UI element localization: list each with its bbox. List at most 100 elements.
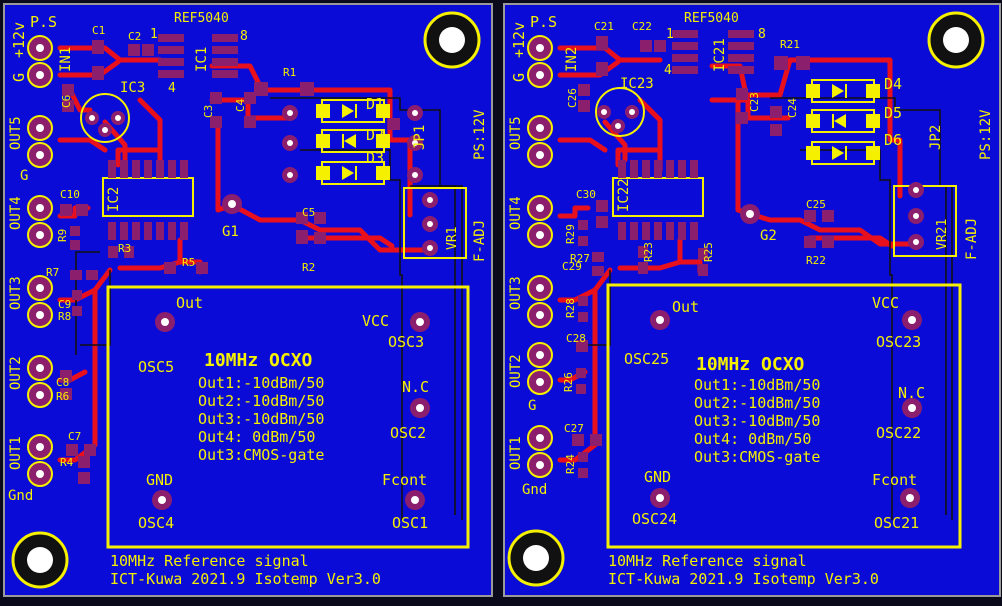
r21-label: R21 (780, 38, 800, 51)
out5-label: OUT5 (508, 116, 524, 150)
osc-gnd-name: OSC4 (138, 514, 174, 532)
osc-nc-label: N.C (898, 384, 925, 402)
ic2-pad (180, 160, 188, 178)
pin-4: 4 (664, 63, 672, 78)
drill (36, 284, 44, 292)
osc-gnd-label: GND (146, 471, 173, 489)
silkscreen-text: P.S +12v G IN1 REF5040 1 8 4 IC1 IC3 IC2… (8, 11, 488, 588)
gnd-point-label: G2 (760, 228, 777, 244)
ic2-pad (144, 160, 152, 178)
out3-label: OUT3 (8, 276, 24, 310)
diode-pad (806, 146, 820, 160)
trace (747, 211, 923, 247)
footer-line-1: 10MHz Reference signal (608, 552, 807, 570)
r3-label: R3 (118, 242, 131, 255)
gnd-point-label: G1 (222, 224, 239, 240)
diode-pad (866, 146, 880, 160)
c8-pad (60, 370, 72, 382)
r29-label: R29 (564, 224, 577, 244)
ic21-pad (672, 66, 698, 74)
trace (827, 57, 903, 199)
c6-pad (62, 84, 74, 96)
diode-label-2: D2 (366, 126, 384, 144)
trace (557, 45, 663, 63)
diode-symbol (845, 146, 847, 160)
pin-4: 4 (168, 81, 176, 96)
c4-pad (244, 92, 256, 104)
jp-pad (388, 118, 400, 130)
trace (580, 270, 611, 346)
trace (557, 137, 608, 153)
drill (536, 71, 544, 79)
diode-pad (806, 84, 820, 98)
trace (637, 97, 663, 163)
c1-pad (92, 40, 104, 54)
diode-pad (376, 104, 390, 118)
vr21-outline (893, 185, 957, 257)
drill (416, 318, 424, 326)
ic22-pad (618, 160, 626, 178)
mounting-hole-drill (943, 27, 969, 53)
trace (67, 87, 93, 113)
c5-pad (296, 212, 308, 224)
ic3-outline (80, 93, 130, 143)
ic22-pad (642, 222, 650, 240)
diode-label-1: D1 (366, 95, 384, 113)
r28-pad (578, 296, 588, 306)
osc-fc-label: Fcont (382, 471, 427, 489)
ic-reg-label: IC3 (120, 80, 145, 96)
osc-nc-name: OSC2 (390, 424, 426, 442)
c3-pad (210, 116, 222, 128)
r5-pad (196, 262, 208, 274)
g-label: G (510, 73, 528, 82)
fadj-label: F-ADJ (472, 220, 488, 262)
c4-pad (244, 116, 256, 128)
c7-label: C7 (68, 430, 81, 443)
diode-pads (806, 84, 880, 160)
g-small-label: G (20, 168, 28, 184)
osc-vcc-name: OSC3 (388, 333, 424, 351)
r9-label: R9 (56, 229, 69, 242)
c25-pad (804, 210, 816, 222)
drill (536, 204, 544, 212)
drill (536, 284, 544, 292)
out4-label: OUT4 (8, 196, 24, 230)
drill (656, 494, 664, 502)
ic22-pad (642, 160, 650, 178)
board-1: P.S +12v G IN1 REF5040 1 8 4 IC1 IC3 IC2… (3, 3, 493, 597)
drill (656, 316, 664, 324)
c1-pad (92, 66, 104, 80)
ic21-pad (672, 30, 698, 38)
ic-top-label: IC21 (712, 38, 728, 72)
r26-pad (576, 368, 586, 378)
osc-gnd-name: OSC24 (632, 510, 677, 528)
ic2-pad (132, 160, 140, 178)
jumper-label: JP1 (412, 125, 428, 150)
ref-label: REF5040 (174, 11, 229, 26)
ocxo-title: 10MHz OCXO (204, 350, 313, 371)
ic2-pad (108, 160, 116, 178)
ic-top-label: IC1 (194, 47, 210, 72)
c10-pad (60, 204, 72, 216)
ic2-pad (156, 222, 164, 240)
c30-label: C30 (576, 188, 596, 201)
footer-line-1: 10MHz Reference signal (110, 552, 309, 570)
diode-pad (316, 166, 330, 180)
drill (287, 172, 293, 178)
diode-symbol (342, 166, 354, 180)
ic22-pad (678, 160, 686, 178)
diode-label-2: D5 (884, 104, 902, 122)
drill (629, 109, 635, 115)
gnd-left-label: Gnd (522, 482, 547, 498)
r9-pad (70, 240, 80, 250)
diode-pads (316, 104, 390, 180)
diode-symbol (344, 134, 356, 148)
drill (536, 461, 544, 469)
drill (287, 140, 293, 146)
c22-pad (640, 40, 652, 52)
mounting-hole-drill (523, 545, 549, 571)
drill (36, 391, 44, 399)
c7-pad (84, 444, 96, 456)
